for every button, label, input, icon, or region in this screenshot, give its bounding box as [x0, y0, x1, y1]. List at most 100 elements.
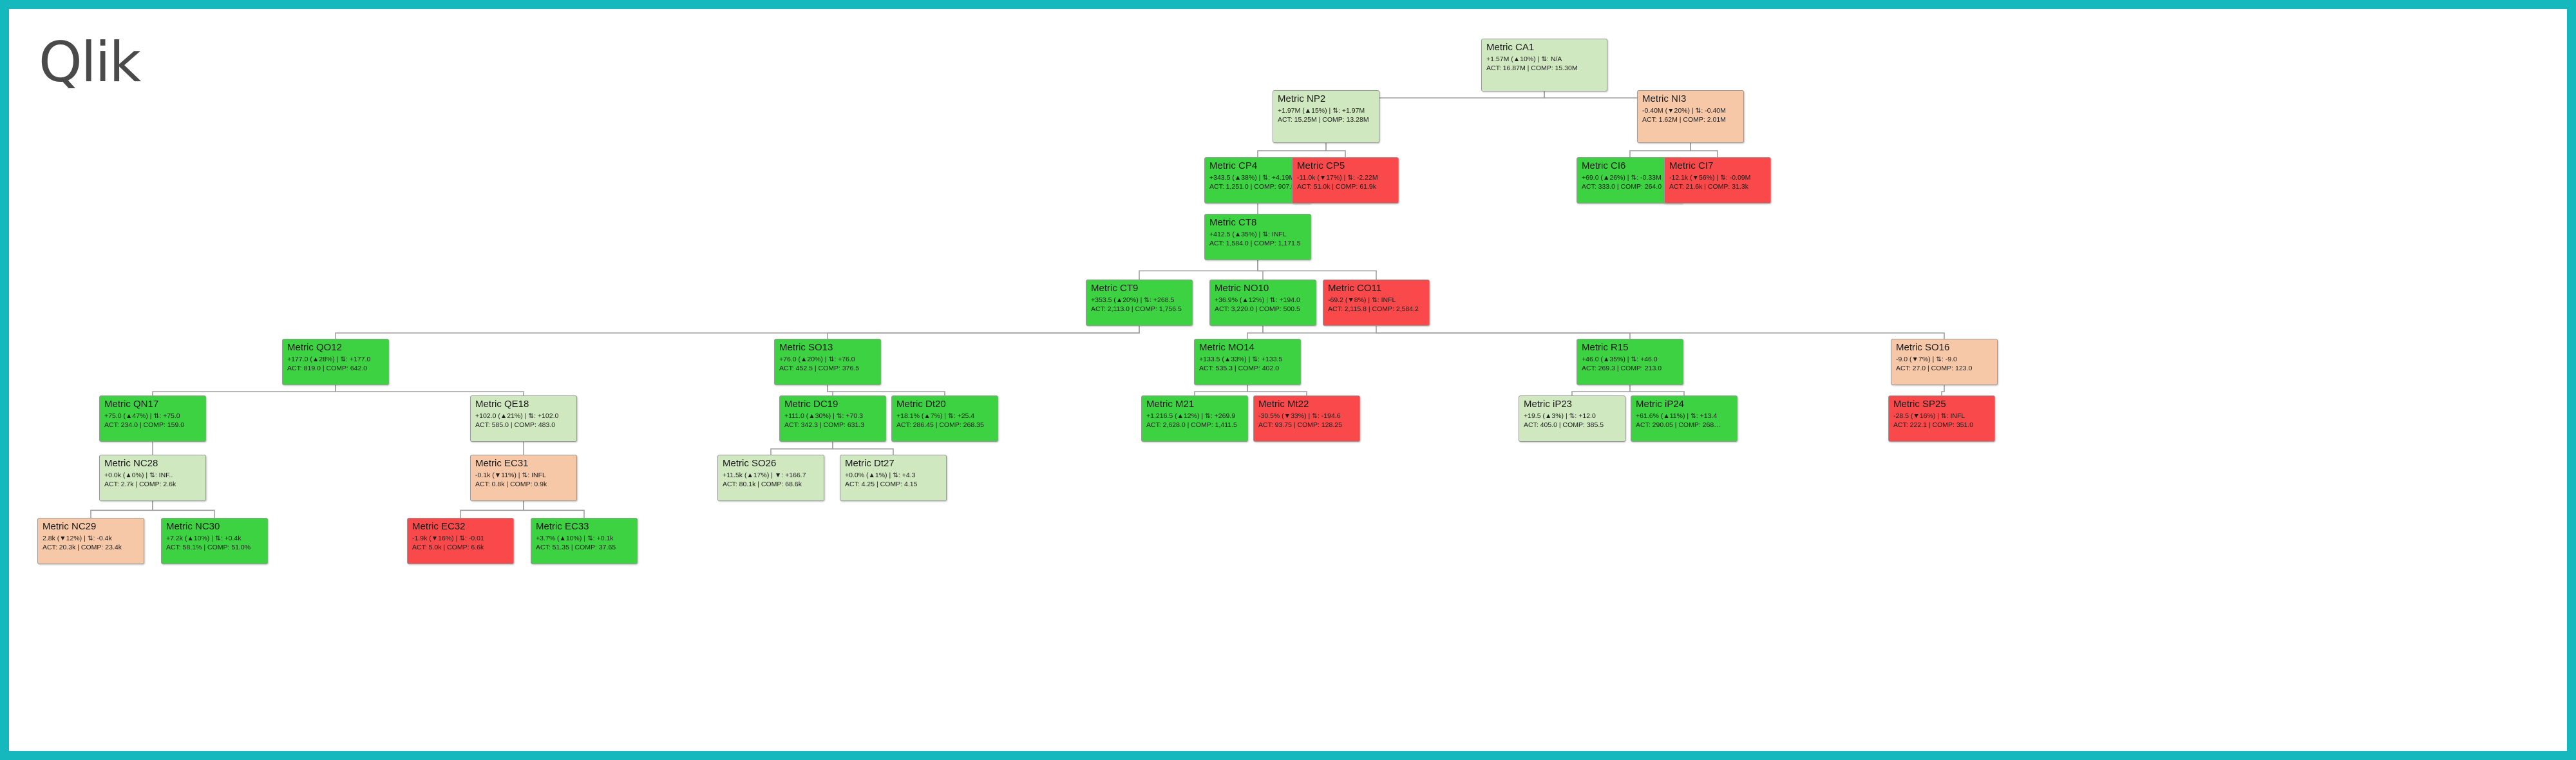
node-title: Metric NC30 — [166, 521, 220, 532]
node-title: Metric R15 — [1582, 342, 1629, 353]
node-actual-compare-line: ACT: 2,113.0 | COMP: 1,756.5 — [1091, 305, 1182, 313]
node-actual-compare-line: ACT: 2,115.8 | COMP: 2,584.2 — [1328, 305, 1419, 313]
node-delta-line: +111.0 (▲30%) | ⇅: +70.3 — [784, 412, 863, 420]
node-title: Metric NC29 — [43, 521, 97, 532]
node-actual-compare-line: ACT: 2,628.0 | COMP: 1,411.5 — [1146, 421, 1237, 429]
node-delta-line: -11.0k (▼17%) | ⇅: -2.22M — [1297, 173, 1378, 182]
tree-edge — [1690, 143, 1718, 157]
node-actual-compare-line: ACT: 5.0k | COMP: 6.6k — [412, 543, 484, 551]
node-title: Metric CT8 — [1209, 217, 1257, 228]
tree-edge — [1629, 143, 1691, 157]
tree-edge — [335, 385, 524, 395]
tree-edge — [1257, 260, 1264, 280]
node-delta-line: +102.0 (▲21%) | ⇅: +102.0 — [475, 412, 559, 420]
node-actual-compare-line: ACT: 234.0 | COMP: 159.0 — [104, 421, 185, 429]
node-title: Metric CI6 — [1582, 160, 1626, 171]
node-title: Metric Dt20 — [896, 399, 946, 410]
tree-edge — [827, 326, 1140, 339]
node-title: Metric SO26 — [723, 458, 777, 469]
node-actual-compare-line: ACT: 1,584.0 | COMP: 1,171.5 — [1209, 239, 1301, 247]
node-title: Metric iP24 — [1636, 399, 1685, 410]
node-actual-compare-line: ACT: 4.25 | COMP: 4.15 — [845, 480, 918, 488]
tree-edge — [460, 501, 524, 518]
node-actual-compare-line: ACT: 51.35 | COMP: 37.65 — [536, 543, 616, 551]
tree-node-nc28[interactable]: Metric NC28+0.0k (▲0%) | ⇅: INF..ACT: 2.… — [99, 455, 206, 501]
node-delta-line: -9.0 (▼7%) | ⇅: -9.0 — [1896, 355, 1957, 363]
node-delta-line: -69.2 (▼8%) | ⇅: INFL — [1328, 296, 1396, 304]
node-actual-compare-line: ACT: 819.0 | COMP: 642.0 — [287, 364, 368, 372]
node-title: Metric QO12 — [287, 342, 343, 353]
node-delta-line: -12.1k (▼56%) | ⇅: -0.09M — [1669, 173, 1751, 182]
node-delta-line: -28.5 (▼16%) | ⇅: INFL — [1893, 412, 1965, 420]
node-delta-line: -0.1k (▼11%) | ⇅: INFL — [475, 471, 546, 479]
tree-edge — [770, 442, 833, 455]
node-title: Metric CO11 — [1328, 283, 1382, 294]
node-actual-compare-line: ACT: 1.62M | COMP: 2.01M — [1642, 115, 1726, 124]
tree-edge — [1262, 326, 1631, 339]
node-actual-compare-line: ACT: 0.8k | COMP: 0.9k — [475, 480, 547, 488]
node-delta-line: +36.9% (▲12%) | ⇅: +194.0 — [1215, 296, 1300, 304]
node-delta-line: +177.0 (▲28%) | ⇅: +177.0 — [287, 355, 371, 363]
node-title: Metric EC33 — [536, 521, 589, 532]
tree-edge — [1139, 260, 1258, 280]
node-title: Metric CT9 — [1091, 283, 1139, 294]
node-delta-line: -0.40M (▼20%) | ⇅: -0.40M — [1642, 106, 1726, 115]
node-title: Metric CA1 — [1486, 42, 1535, 53]
tree-edge — [335, 326, 1140, 339]
tree-edge — [1247, 326, 1264, 339]
node-title: Metric CI7 — [1669, 160, 1714, 171]
node-actual-compare-line: ACT: 333.0 | COMP: 264.0 — [1582, 182, 1662, 191]
node-actual-compare-line: ACT: 15.25M | COMP: 13.28M — [1278, 115, 1369, 124]
node-actual-compare-line: ACT: 16.87M | COMP: 15.30M — [1486, 64, 1578, 72]
node-delta-line: +69.0 (▲26%) | ⇅: -0.33M — [1582, 173, 1662, 182]
node-delta-line: +11.5k (▲17%) | ▼: +166.7 — [723, 471, 806, 479]
node-title: Metric Dt27 — [845, 458, 895, 469]
node-delta-line: +19.5 (▲3%) | ⇅: +12.0 — [1524, 412, 1596, 420]
node-actual-compare-line: ACT: 269.3 | COMP: 213.0 — [1582, 364, 1662, 372]
node-title: Metric CP5 — [1297, 160, 1345, 171]
node-actual-compare-line: ACT: 585.0 | COMP: 483.0 — [475, 421, 556, 429]
node-title: Metric QN17 — [104, 399, 159, 410]
node-delta-line: +1.97M (▲15%) | ⇅: +1.97M — [1278, 106, 1365, 115]
node-delta-line: +343.5 (▲38%) | ⇅: +4.19M — [1209, 173, 1295, 182]
node-title: Metric SO16 — [1896, 342, 1950, 353]
node-delta-line: +61.6% (▲11%) | ⇅: +13.4 — [1636, 412, 1718, 420]
tree-edge — [152, 385, 336, 395]
node-title: Metric DC19 — [784, 399, 838, 410]
tree-edge — [1571, 385, 1631, 395]
tree-edge — [1194, 385, 1248, 395]
node-title: Metric iP23 — [1524, 399, 1573, 410]
node-delta-line: +1,216.5 (▲12%) | ⇅: +269.9 — [1146, 412, 1236, 420]
